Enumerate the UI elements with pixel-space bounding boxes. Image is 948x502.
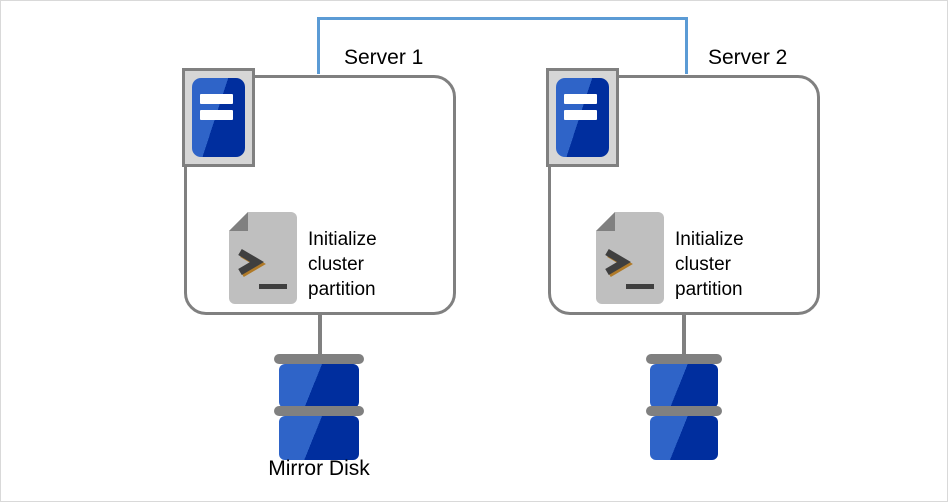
mirror-disk-platter-lower bbox=[650, 416, 718, 460]
mirror-disk-plate-top bbox=[646, 354, 722, 364]
server-2-action-label: Initialize cluster partition bbox=[675, 229, 744, 300]
server-2-mirror-disk-icon bbox=[646, 354, 722, 460]
server-1-mirror-disk-icon bbox=[274, 354, 364, 460]
server-2-machine-icon bbox=[546, 68, 619, 167]
server-machine-icon-bar-top bbox=[564, 93, 598, 105]
mirror-disk-platter-upper bbox=[650, 364, 718, 408]
interconnect-right-drop bbox=[685, 17, 688, 74]
server-machine-icon-body bbox=[556, 78, 609, 157]
server-2-label: Server 2 bbox=[708, 46, 788, 69]
server-1-script-file-icon bbox=[229, 212, 297, 304]
server-machine-icon-body bbox=[192, 78, 245, 157]
mirror-disk-platter-lower bbox=[279, 416, 359, 460]
server-2-disk-connector bbox=[682, 314, 686, 358]
mirror-disk-platter-upper bbox=[279, 364, 359, 408]
mirror-disk-plate-middle bbox=[646, 406, 722, 416]
interconnect-left-drop bbox=[317, 17, 320, 74]
server-1-action-label: Initialize cluster partition bbox=[308, 229, 377, 300]
server-1-mirror-disk-label: Mirror Disk bbox=[268, 457, 370, 480]
server-machine-icon-bar-top bbox=[200, 93, 234, 105]
server-machine-icon-bar-bottom bbox=[200, 109, 234, 121]
mirror-disk-plate-top bbox=[274, 354, 364, 364]
server-1-machine-icon bbox=[182, 68, 255, 167]
server-machine-icon-bar-bottom bbox=[564, 109, 598, 121]
server-1-label: Server 1 bbox=[344, 46, 424, 69]
interconnect-horizontal-segment bbox=[317, 17, 688, 20]
server-1-disk-connector bbox=[318, 314, 322, 358]
mirror-disk-plate-middle bbox=[274, 406, 364, 416]
server-2-script-file-icon bbox=[596, 212, 664, 304]
